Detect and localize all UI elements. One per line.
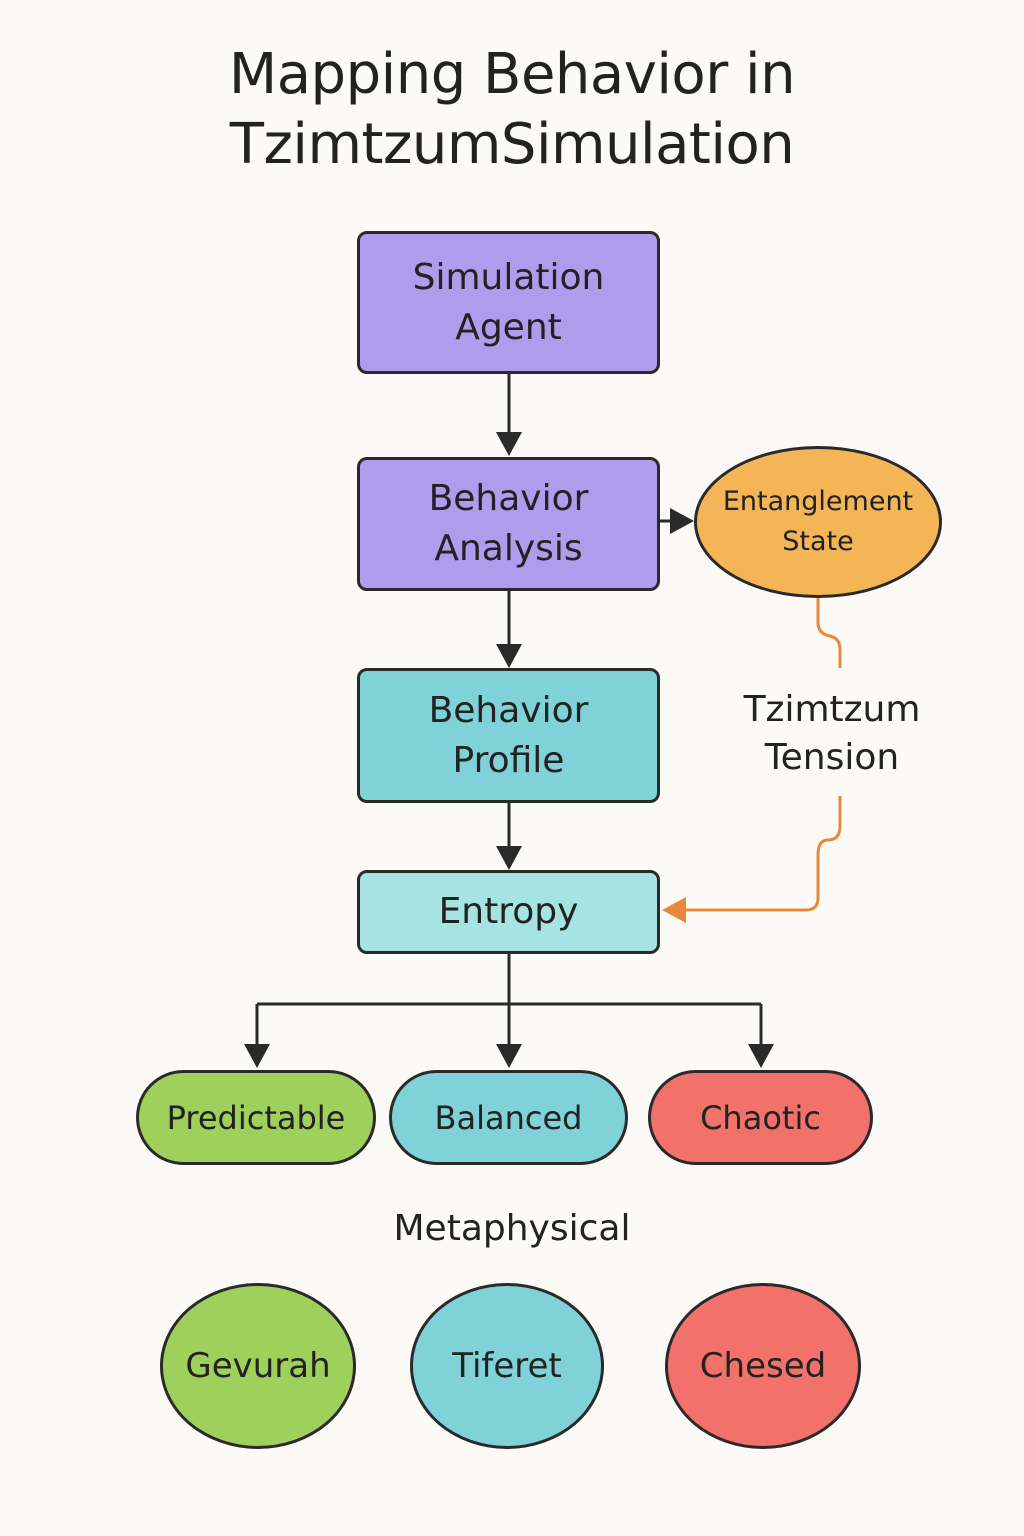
node-behavior-profile: Behavior Profile [357,668,660,803]
node-label-line1: Simulation [412,256,605,298]
title-line-1: Mapping Behavior in [228,42,796,107]
arrowhead-tension-to-entropy [662,897,686,923]
arrowhead-predictable [244,1044,270,1068]
arrowhead-agent-to-analysis [496,432,522,456]
node-predictable: Predictable [136,1070,376,1165]
node-label-line1: Entanglement [722,486,914,517]
arrowhead-analysis-to-entanglement [670,508,694,534]
node-chesed: Chesed [665,1283,861,1449]
tension-connector-upper [816,597,842,668]
node-label: Entropy [438,891,579,932]
node-chaotic: Chaotic [648,1070,873,1165]
node-simulation-agent: Simulation Agent [357,231,660,374]
node-entropy: Entropy [357,870,660,954]
tension-connector-lower [684,796,842,912]
node-label-line1: Behavior [428,689,589,731]
arrowhead-analysis-to-profile [496,644,522,668]
node-label-line1: Behavior [428,478,589,519]
node-label-line2: Analysis [434,528,583,569]
arrowhead-chaotic [748,1044,774,1068]
node-balanced: Balanced [389,1070,628,1165]
node-label-line2: State [782,526,854,557]
page-title: Mapping Behavior in TzimtzumSimulation [0,40,1024,180]
arrowhead-balanced [496,1044,522,1068]
node-label-line2: Tension [764,737,900,778]
node-tiferet: Tiferet [410,1283,604,1449]
node-label: Gevurah [185,1346,331,1386]
node-label-line2: Profile [452,739,565,781]
node-label-line2: Agent [455,306,562,348]
node-tzimtzum-tension: Tzimtzum Tension [712,686,952,782]
node-label: Balanced [434,1098,583,1137]
node-gevurah: Gevurah [160,1283,356,1449]
node-label: Tiferet [452,1346,562,1386]
metaphysical-heading: Metaphysical [393,1208,631,1249]
node-entanglement-state: Entanglement State [694,446,942,598]
title-line-2: TzimtzumSimulation [229,112,795,177]
node-label: Chaotic [700,1098,821,1137]
arrowhead-profile-to-entropy [496,846,522,870]
node-label-line1: Tzimtzum [743,689,921,730]
node-label: Chesed [699,1346,827,1386]
node-label: Predictable [166,1098,346,1137]
node-behavior-analysis: Behavior Analysis [357,457,660,591]
